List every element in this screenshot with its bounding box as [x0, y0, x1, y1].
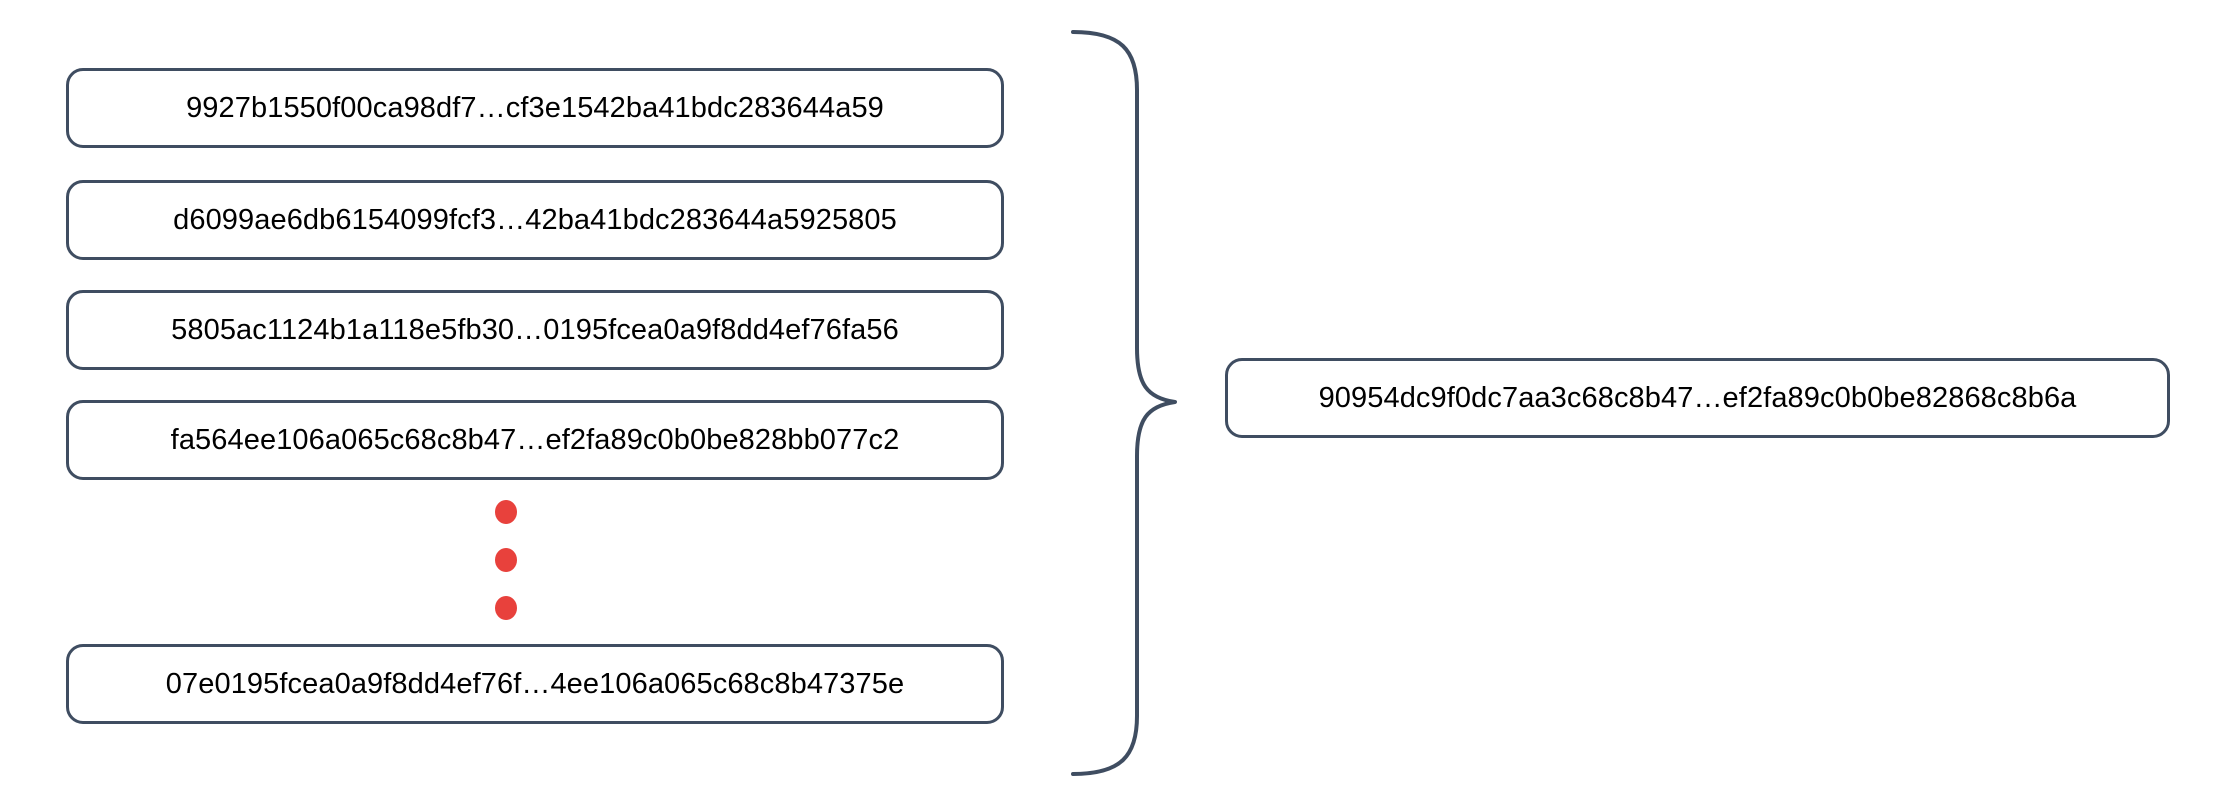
- ellipsis-dot-icon: [495, 548, 517, 572]
- input-hash-box-4[interactable]: fa564ee106a065c68c8b47…ef2fa89c0b0be828b…: [66, 400, 1004, 480]
- input-hash-text: 07e0195fcea0a9f8dd4ef76f…4ee106a065c68c8…: [165, 667, 905, 700]
- ellipsis-dot-icon: [495, 596, 517, 620]
- input-hash-text: 5805ac1124b1a118e5fb30…0195fcea0a9f8dd4e…: [171, 313, 899, 346]
- input-hash-box-1[interactable]: 9927b1550f00ca98df7…cf3e1542ba41bdc28364…: [66, 68, 1004, 148]
- input-hash-text: fa564ee106a065c68c8b47…ef2fa89c0b0be828b…: [170, 423, 900, 456]
- input-hash-text: d6099ae6db6154099fcf3…42ba41bdc283644a59…: [173, 203, 897, 236]
- input-hash-box-last[interactable]: 07e0195fcea0a9f8dd4ef76f…4ee106a065c68c8…: [66, 644, 1004, 724]
- curly-brace-path: [1071, 30, 1177, 776]
- vertical-ellipsis-icon: [495, 500, 521, 630]
- result-hash-text: 90954dc9f0dc7aa3c68c8b47…ef2fa89c0b0be82…: [1318, 381, 2077, 414]
- result-hash-box[interactable]: 90954dc9f0dc7aa3c68c8b47…ef2fa89c0b0be82…: [1225, 358, 2170, 438]
- input-hash-box-2[interactable]: d6099ae6db6154099fcf3…42ba41bdc283644a59…: [66, 180, 1004, 260]
- input-hash-box-3[interactable]: 5805ac1124b1a118e5fb30…0195fcea0a9f8dd4e…: [66, 290, 1004, 370]
- input-hash-text: 9927b1550f00ca98df7…cf3e1542ba41bdc28364…: [186, 91, 884, 124]
- curly-brace-svg: [1071, 30, 1177, 776]
- curly-brace-icon: [1055, 28, 1185, 778]
- ellipsis-dot-icon: [495, 500, 517, 524]
